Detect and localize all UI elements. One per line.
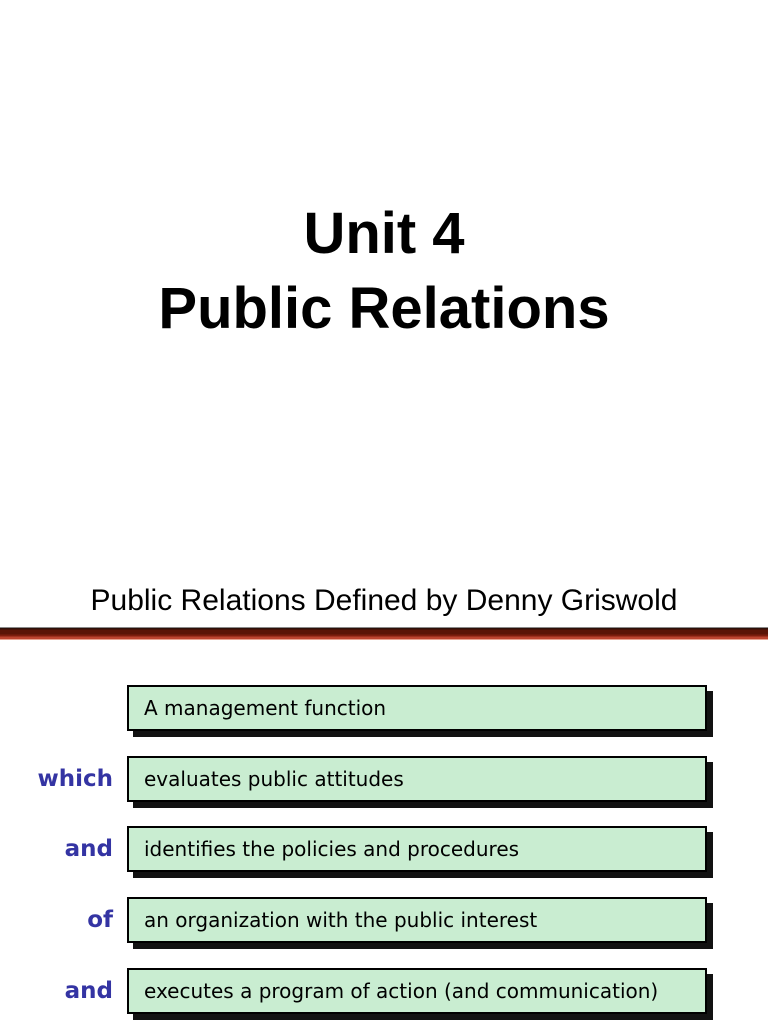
deck-title-line1: Unit 4 xyxy=(303,201,465,266)
diagram-row: of an organization with the public inter… xyxy=(0,897,768,949)
definition-box: identifies the policies and procedures xyxy=(127,826,707,872)
deck-title: Unit 4 Public Relations xyxy=(0,196,768,346)
definition-box: evaluates public attitudes xyxy=(127,756,707,802)
definition-box-text: identifies the policies and procedures xyxy=(144,837,520,861)
diagram-row: and executes a program of action (and co… xyxy=(0,968,768,1020)
definition-box: an organization with the public interest xyxy=(127,897,707,943)
connector-label xyxy=(0,685,113,731)
definition-box: executes a program of action (and commun… xyxy=(127,968,707,1014)
connector-label: and xyxy=(64,836,113,862)
diagram-row: and identifies the policies and procedur… xyxy=(0,826,768,878)
definition-box-text: evaluates public attitudes xyxy=(144,767,404,791)
slide-heading: Public Relations Defined by Denny Griswo… xyxy=(90,584,678,617)
diagram-row: which evaluates public attitudes xyxy=(0,756,768,808)
diagram-row: A management function xyxy=(0,685,768,737)
definition-box-text: an organization with the public interest xyxy=(144,908,538,932)
definition-box-text: A management function xyxy=(144,696,387,720)
definition-box: A management function xyxy=(127,685,707,731)
connector-label: which xyxy=(37,766,113,792)
deck-title-line2: Public Relations xyxy=(158,276,610,341)
definition-box-text: executes a program of action (and commun… xyxy=(144,979,659,1003)
red-divider-rule xyxy=(0,627,768,640)
connector-label: and xyxy=(64,978,113,1004)
connector-label: of xyxy=(87,907,113,933)
